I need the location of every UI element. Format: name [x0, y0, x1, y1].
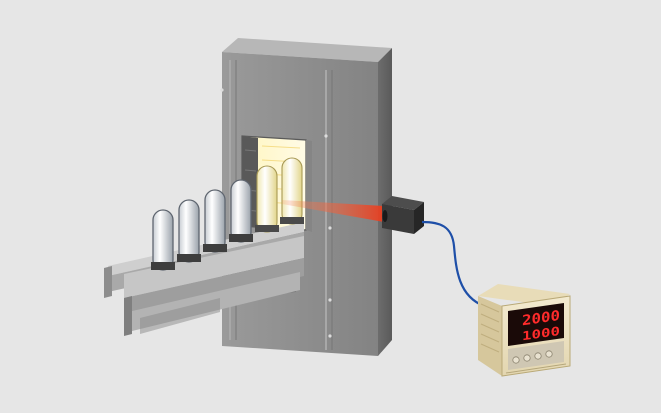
- controller-display-top: 2000: [522, 308, 560, 329]
- conveyor-rail: [104, 222, 304, 336]
- laser-beam: [282, 200, 384, 222]
- test-tube-icon: [151, 209, 175, 271]
- test-tube-icon: [177, 199, 201, 263]
- temperature-controller-icon: [478, 284, 571, 377]
- sensor-cable: [421, 220, 485, 308]
- test-tube-icon: [229, 179, 253, 243]
- sensor-head-icon: [382, 196, 424, 234]
- test-tube-icon: [280, 157, 304, 225]
- controller-display-bottom: 1000: [522, 324, 560, 343]
- test-tube-icon: [255, 165, 279, 233]
- test-tube-row: [151, 157, 304, 271]
- test-tube-icon: [203, 189, 227, 253]
